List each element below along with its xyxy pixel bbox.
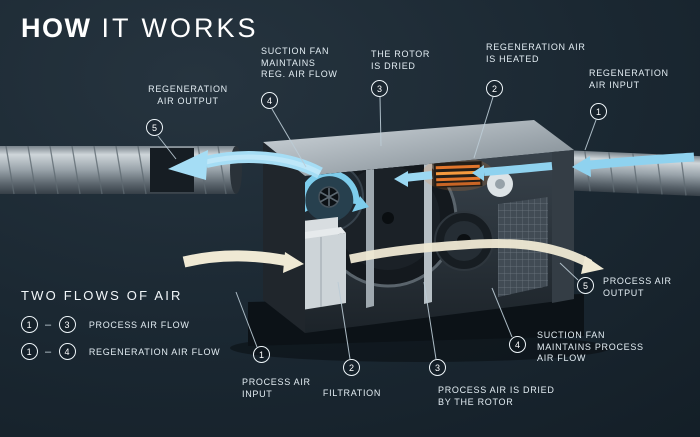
callout-number-3-process-dried: 3 [429, 359, 446, 376]
callout-number-3-rotor-dried: 3 [371, 80, 388, 97]
callout-number-2-reg-heated: 2 [486, 80, 503, 97]
legend-row-regeneration-air-flow: 1 – 4 REGENERATION AIR FLOW [21, 343, 220, 360]
cabinet-top [263, 120, 574, 176]
callout-label-suction-fan-reg: SUCTION FAN MAINTAINS REG. AIR FLOW [261, 46, 338, 79]
legend-circle-4: 4 [58, 343, 76, 360]
regeneration-output-arrow [168, 150, 323, 180]
regeneration-flow-inner [394, 162, 553, 187]
callout-label-process-air-dried: PROCESS AIR IS DRIED BY THE ROTOR [438, 385, 555, 407]
legend-circle-1a: 1 [21, 316, 38, 333]
callout-label-filtration: FILTRATION [322, 388, 382, 398]
callout-label-process-air-output: PROCESS AIR OUTPUT [603, 276, 672, 298]
legend-label-process-air-flow: PROCESS AIR FLOW [88, 319, 190, 330]
legend-heading: TWO FLOWS OF AIR [21, 288, 183, 303]
callout-number-4-process-fan: 4 [509, 336, 526, 353]
callout-number-1-reg-input: 1 [590, 103, 607, 120]
legend-circle-1b: 1 [21, 343, 38, 360]
frame-strip-left [366, 157, 374, 308]
regeneration-input-arrow [572, 152, 695, 177]
callout-label-process-air-input: PROCESS AIR INPUT [242, 377, 311, 399]
callout-label-suction-fan-process: SUCTION FAN MAINTAINS PROCESS AIR FLOW [537, 330, 644, 363]
legend-circle-3: 3 [58, 316, 76, 333]
filter-housing [305, 217, 346, 311]
cabinet-right-wall [552, 150, 574, 303]
legend-row-process-air-flow: 1 – 3 PROCESS AIR FLOW [21, 316, 220, 333]
callout-number-1-process-input: 1 [253, 346, 270, 363]
callout-number-2-filtration: 2 [343, 359, 360, 376]
callout-label-regeneration-air-output: REGENERATION AIR OUTPUT [148, 84, 228, 106]
page-title: HOW IT WORKS [21, 13, 259, 44]
cabinet-left-panel [263, 142, 305, 333]
legend: TWO FLOWS OF AIR 1 – 3 PROCESS AIR FLOW … [21, 288, 220, 370]
suction-fan-regeneration [305, 162, 369, 232]
callout-label-rotor-is-dried: THE ROTOR IS DRIED [371, 49, 431, 71]
callout-number-4-reg-fan: 4 [261, 92, 278, 109]
legend-dash-2: – [45, 345, 52, 358]
legend-label-regeneration-air-flow: REGENERATION AIR FLOW [88, 346, 221, 357]
callout-number-5-process-output: 5 [577, 277, 594, 294]
heater [422, 157, 494, 191]
process-flow [182, 238, 604, 274]
title-it-works: IT WORKS [101, 13, 259, 43]
title-how: HOW [21, 13, 92, 43]
frame-strip-right [424, 153, 432, 304]
callout-lines [157, 96, 597, 360]
callout-label-regeneration-air-input: REGENERATION AIR INPUT [589, 68, 669, 90]
reg-fan-inlet [487, 171, 513, 197]
callout-number-5-reg-output: 5 [146, 119, 163, 136]
callout-label-regeneration-air-heated: REGENERATION AIR IS HEATED [486, 42, 586, 64]
legend-dash-1: – [45, 318, 52, 331]
